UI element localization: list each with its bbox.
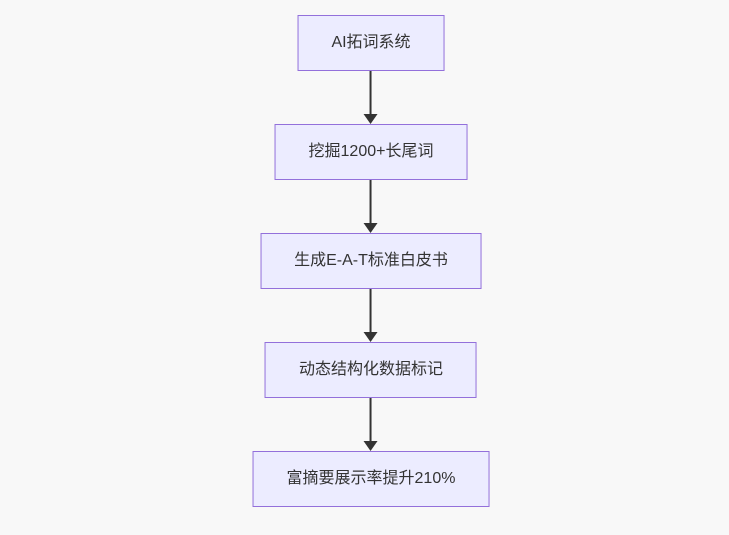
arrow-down-icon (364, 223, 378, 233)
flow-node-structured-data-markup: 动态结构化数据标记 (264, 342, 477, 398)
arrow-line (370, 289, 372, 333)
flow-node-rich-snippet-uplift: 富摘要展示率提升210% (252, 451, 490, 507)
arrow-down-icon (364, 114, 378, 124)
arrow-line (370, 398, 372, 442)
flow-node-label: 挖掘1200+长尾词 (308, 143, 434, 160)
arrow-line (370, 71, 372, 115)
flow-node-label: AI拓词系统 (331, 34, 411, 51)
flow-node-label: 动态结构化数据标记 (298, 361, 443, 378)
flow-node-longtail-mining: 挖掘1200+长尾词 (274, 124, 468, 180)
arrow-down-icon (364, 332, 378, 342)
flow-node-eat-whitepaper: 生成E-A-T标准白皮书 (260, 233, 482, 289)
flow-node-ai-keyword-system: AI拓词系统 (297, 15, 445, 71)
flow-arrow (364, 398, 378, 451)
flow-arrow (364, 180, 378, 233)
arrow-down-icon (364, 441, 378, 451)
flow-arrow (364, 289, 378, 342)
arrow-line (370, 180, 372, 224)
flow-node-label: 富摘要展示率提升210% (286, 470, 456, 487)
flow-node-label: 生成E-A-T标准白皮书 (294, 252, 448, 269)
flowchart: AI拓词系统 挖掘1200+长尾词 生成E-A-T标准白皮书 动态结构化数据标记… (252, 15, 490, 507)
flow-arrow (364, 71, 378, 124)
